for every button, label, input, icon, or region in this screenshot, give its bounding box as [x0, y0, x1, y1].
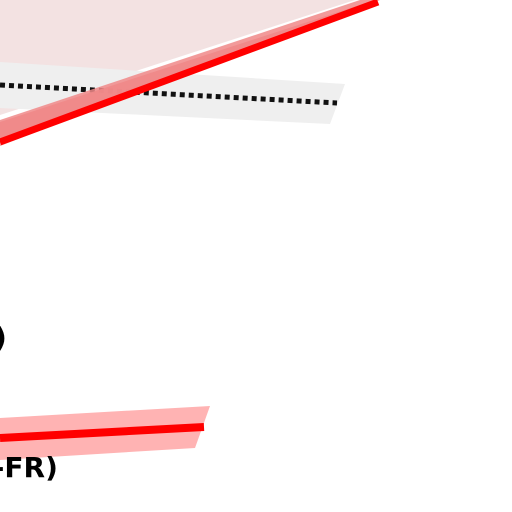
- dotted-line: [0, 82, 338, 106]
- lower-red-route: [0, 423, 205, 442]
- upper-red-route: [0, 0, 380, 146]
- upper-label-fragment: ): [0, 321, 7, 354]
- lower-label-fragment: )-FR): [0, 451, 58, 484]
